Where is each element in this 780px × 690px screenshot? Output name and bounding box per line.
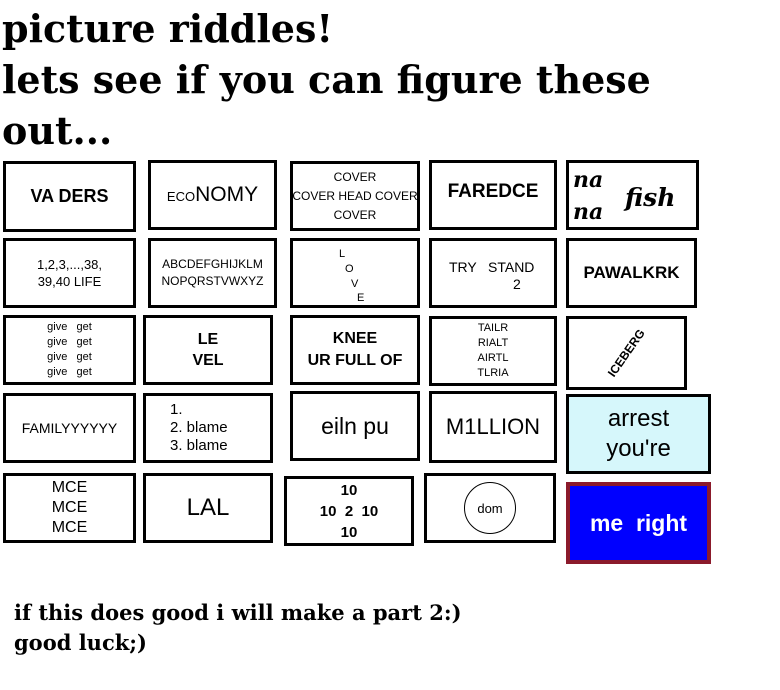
riddle-cover-head: COVER COVER HEAD COVER COVER <box>290 161 420 231</box>
riddle-text: FAMILYYYYYY <box>21 420 118 436</box>
riddle-text-big: NOMY <box>195 183 259 206</box>
riddle-na-top: na <box>573 167 604 193</box>
riddle-letter: L <box>339 248 346 260</box>
riddle-fish: fish <box>625 183 676 212</box>
riddle-line: 2. blame <box>170 419 228 436</box>
footer-line-1: if this does good i will make a part 2:) <box>14 600 462 625</box>
riddle-line: COVER <box>333 169 377 184</box>
riddle-split-level: LE VEL <box>143 315 273 385</box>
riddle-love-down: L O V E <box>290 238 420 308</box>
riddle-text: ICEBERG <box>605 326 648 380</box>
riddle-line: 3. blame <box>170 437 228 454</box>
riddle-na-bottom: na <box>573 199 604 225</box>
riddle-mixed-up-line: eiln pu <box>290 391 420 461</box>
riddle-line: you're <box>606 435 671 462</box>
riddle-line: COVER <box>333 207 377 222</box>
riddle-trial-anagrams: TAILR RIALT AIRTL TLRIA <box>429 316 557 386</box>
circle-shape: dom <box>464 482 516 534</box>
riddle-iceberg-tilted: ICEBERG <box>566 316 687 390</box>
title-line-1: picture riddles! <box>2 6 334 51</box>
riddle-line: UR FULL OF <box>307 352 403 369</box>
riddle-text: M1LLION <box>445 414 541 439</box>
riddle-try: TRY <box>449 259 477 275</box>
riddle-text: VA DERS <box>30 186 109 206</box>
riddle-line: VEL <box>192 352 224 369</box>
riddle-try-to-understand: TRY STAND 2 <box>429 238 557 308</box>
riddle-line: 10 2 10 <box>319 502 379 520</box>
riddle-line: COVER HEAD COVER <box>292 188 418 203</box>
riddle-line: MCE <box>51 519 88 536</box>
riddle-line: 1. <box>170 401 183 418</box>
riddle-line: give get <box>47 321 92 333</box>
riddle-line: RIALT <box>477 337 509 349</box>
riddle-letter: O <box>345 263 354 275</box>
riddle-line: give get <box>47 366 92 378</box>
riddle-text: PAWALKRK <box>583 263 680 282</box>
riddle-line: 1,2,3,...,38, <box>36 257 103 272</box>
riddle-line: give get <box>47 336 92 348</box>
title-line-3: out... <box>2 108 113 153</box>
riddle-line: MCE <box>51 479 88 496</box>
riddle-alphabet: ABCDEFGHIJKLM NOPQRSTVWXYZ <box>148 238 277 308</box>
riddle-line: TAILR <box>477 322 509 334</box>
riddle-two: 2 <box>513 276 521 292</box>
riddle-dom-circle: dom <box>424 473 556 543</box>
riddle-no-blame: 1. 2. blame 3. blame <box>143 393 273 463</box>
riddle-line: arrest <box>607 405 670 432</box>
riddle-line: 10 <box>340 523 358 541</box>
riddle-text: eiln pu <box>321 412 389 439</box>
riddle-letter: E <box>357 292 365 304</box>
riddle-line: LE <box>197 331 219 348</box>
riddle-letter: V <box>351 278 359 290</box>
riddle-knee-full: KNEE UR FULL OF <box>290 315 420 385</box>
riddle-text: dom <box>477 500 503 516</box>
riddle-line: MCE <box>51 499 88 516</box>
riddle-give-get: give get give get give get give get <box>3 315 136 385</box>
riddle-line: AIRTL <box>477 352 509 364</box>
riddle-pawalkrk: PAWALKRK <box>566 238 697 308</box>
riddle-faredce: FAREDCE <box>429 160 557 230</box>
riddle-line: 10 <box>340 481 358 499</box>
riddle-line: 39,40 LIFE <box>37 274 102 289</box>
riddle-line: TLRIA <box>477 367 509 379</box>
riddle-line: NOPQRSTVWXYZ <box>161 274 264 288</box>
riddle-one-in-million: M1LLION <box>429 391 557 463</box>
riddle-na-na-fish: na na fish <box>566 160 699 230</box>
riddle-me-right: me right <box>566 482 711 564</box>
blue-fill <box>570 486 707 560</box>
riddle-lal: LAL <box>143 473 273 543</box>
footer-line-2: good luck;) <box>14 630 147 655</box>
riddle-economy: ECONOMY <box>148 160 277 230</box>
riddle-line: give get <box>47 351 92 363</box>
riddle-text: LAL <box>186 494 230 521</box>
riddle-stand: STAND <box>488 259 535 275</box>
riddle-text: me right <box>589 509 688 536</box>
title-line-2: lets see if you can figure these <box>2 57 651 102</box>
riddle-invaders: VA DERS <box>3 161 136 232</box>
riddle-family-ties: FAMILYYYYYY <box>3 393 136 463</box>
riddle-youre-under-arrest: arrest you're <box>566 394 711 474</box>
riddle-bg: arrest you're <box>569 397 708 471</box>
riddle-line: ABCDEFGHIJKLM <box>162 257 263 271</box>
riddle-text: FAREDCE <box>447 181 539 202</box>
riddle-life-count: 1,2,3,...,38, 39,40 LIFE <box>3 238 136 308</box>
riddle-line: KNEE <box>332 330 378 347</box>
riddle-mce-cubed: MCE MCE MCE <box>3 473 136 543</box>
riddle-text-small: ECO <box>166 189 196 204</box>
riddle-tens-around-two: 10 10 2 10 10 <box>284 476 414 546</box>
